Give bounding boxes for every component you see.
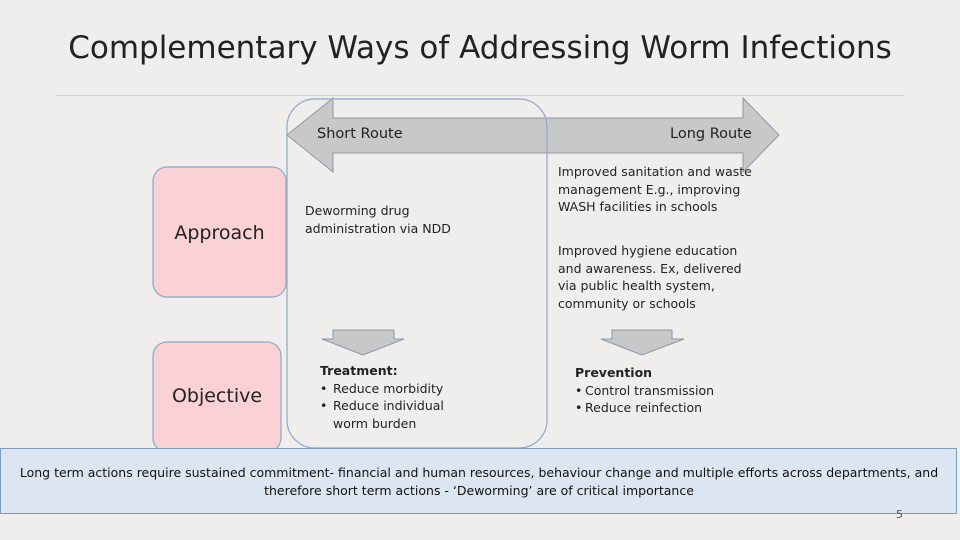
long-route-objective: Prevention Control transmission Reduce r… — [575, 364, 745, 417]
objective-label: Objective — [171, 385, 263, 407]
list-item: Control transmission — [575, 382, 745, 400]
long-route-down-arrow — [600, 329, 685, 356]
short-route-approach-text: Deworming drug administration via NDD — [305, 203, 451, 236]
page-title: Complementary Ways of Addressing Worm In… — [68, 30, 892, 66]
short-route-down-arrow — [321, 329, 405, 356]
approach-label: Approach — [174, 222, 265, 244]
long-route-label: Long Route — [670, 126, 752, 142]
route-double-arrow — [286, 96, 780, 174]
short-route-label: Short Route — [317, 126, 403, 142]
long-route-approach-1-text: Improved sanitation and waste management… — [558, 164, 752, 214]
list-item: Reduce morbidity — [320, 380, 460, 398]
page-number: 5 — [896, 508, 903, 521]
list-item: Reduce individual worm burden — [320, 397, 460, 432]
list-item: Reduce reinfection — [575, 399, 745, 417]
footer-text: Long term actions require sustained comm… — [19, 465, 939, 498]
footer-callout — [0, 448, 957, 514]
approach-box — [152, 166, 287, 298]
title-divider — [56, 95, 904, 96]
treatment-heading: Treatment: — [320, 363, 398, 378]
short-route-objective: Treatment: Reduce morbidity Reduce indiv… — [320, 362, 460, 432]
long-route-approach-2-text: Improved hygiene education and awareness… — [558, 243, 742, 311]
prevention-heading: Prevention — [575, 365, 653, 380]
